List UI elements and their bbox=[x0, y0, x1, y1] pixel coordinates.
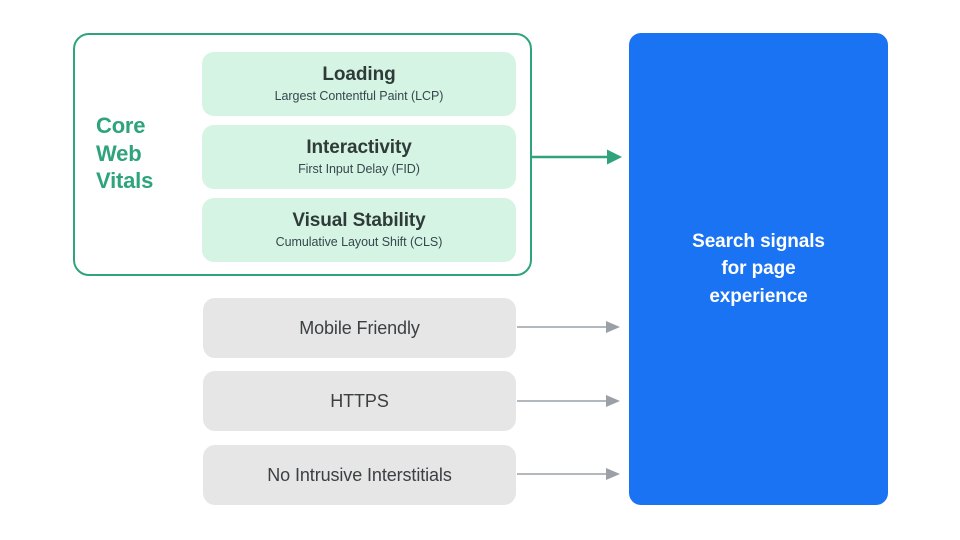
vital-card-title: Loading bbox=[322, 63, 396, 85]
vital-card-interactivity: Interactivity First Input Delay (FID) bbox=[202, 125, 516, 189]
signal-box-label: No Intrusive Interstitials bbox=[267, 464, 452, 485]
core-web-vitals-arrow bbox=[532, 149, 622, 165]
vital-card-subtitle: Largest Contentful Paint (LCP) bbox=[274, 88, 444, 103]
signal-box-mobile-friendly: Mobile Friendly bbox=[203, 298, 516, 358]
mobile-friendly-arrow bbox=[517, 321, 620, 333]
core-web-vitals-group-label: Core Web Vitals bbox=[96, 112, 196, 195]
vital-card-subtitle: First Input Delay (FID) bbox=[298, 161, 420, 176]
https-arrow bbox=[517, 395, 620, 407]
destination-box-text: Search signals for page experience bbox=[692, 230, 825, 307]
core-web-vitals-label-line-2: Web bbox=[96, 140, 142, 166]
core-web-vitals-label-line-1: Core bbox=[96, 113, 146, 138]
signal-box-label: Mobile Friendly bbox=[299, 317, 420, 338]
core-web-vitals-label-line-3: Vitals bbox=[96, 168, 154, 193]
vital-card-visual-stability: Visual Stability Cumulative Layout Shift… bbox=[202, 198, 516, 262]
signal-box-https: HTTPS bbox=[203, 371, 516, 431]
vital-card-title: Interactivity bbox=[306, 136, 412, 158]
vital-card-title: Visual Stability bbox=[292, 209, 426, 231]
vital-card-loading: Loading Largest Contentful Paint (LCP) bbox=[202, 52, 516, 116]
signal-box-no-intrusive-interstitials: No Intrusive Interstitials bbox=[203, 445, 516, 505]
no-intrusive-interstitials-arrow bbox=[517, 468, 620, 480]
vital-card-subtitle: Cumulative Layout Shift (CLS) bbox=[275, 234, 443, 249]
signal-box-label: HTTPS bbox=[330, 390, 389, 411]
search-signals-destination-box: Search signals for page experience bbox=[629, 33, 888, 505]
